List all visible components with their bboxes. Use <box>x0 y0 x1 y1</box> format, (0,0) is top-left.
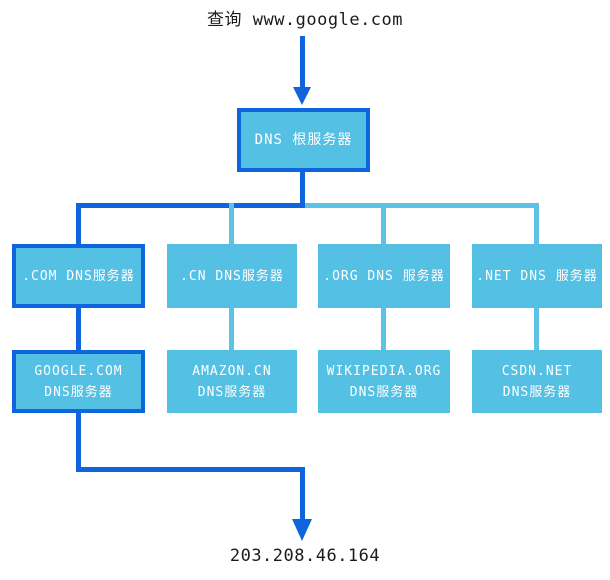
connector-drop-org <box>381 203 386 244</box>
arrow-down-icon <box>292 519 312 541</box>
node-csdn-dns: CSDN.NET DNS服务器 <box>472 350 602 413</box>
connector-root-down <box>300 170 305 208</box>
node-amazon-dns-line2: DNS服务器 <box>197 384 267 400</box>
result-ip: 203.208.46.164 <box>229 546 381 566</box>
node-net-dns: .NET DNS 服务器 <box>472 244 602 308</box>
connector-query-to-root <box>300 36 305 88</box>
node-google-dns-line2: DNS服务器 <box>44 384 113 400</box>
query-title: 查询 www.google.com <box>206 10 404 30</box>
node-wikipedia-dns-line1: WIKIPEDIA.ORG <box>326 363 442 379</box>
connector-com-to-google <box>76 308 81 350</box>
connector-branch-horizontal-light <box>302 203 539 208</box>
node-dns-root-label: DNS 根服务器 <box>254 131 353 148</box>
node-wikipedia-dns: WIKIPEDIA.ORG DNS服务器 <box>318 350 450 413</box>
node-csdn-dns-line1: CSDN.NET <box>501 363 573 379</box>
connector-result-horizontal <box>76 467 305 472</box>
node-amazon-dns: AMAZON.CN DNS服务器 <box>167 350 297 413</box>
arrow-down-icon <box>293 87 311 105</box>
node-org-dns: .ORG DNS 服务器 <box>318 244 450 308</box>
connector-drop-net <box>534 203 539 244</box>
node-cn-dns: .CN DNS服务器 <box>167 244 297 308</box>
node-google-dns-line1: GOOGLE.COM <box>34 363 123 379</box>
node-csdn-dns-line2: DNS服务器 <box>502 384 572 400</box>
node-cn-dns-label: .CN DNS服务器 <box>180 268 284 284</box>
connector-result-down <box>300 467 305 520</box>
node-com-dns: .COM DNS服务器 <box>12 244 145 308</box>
connector-net-to-csdn <box>534 308 539 350</box>
node-org-dns-label: .ORG DNS 服务器 <box>323 268 445 284</box>
connector-google-down <box>76 413 81 472</box>
connector-drop-cn <box>229 203 234 244</box>
node-com-dns-label: .COM DNS服务器 <box>22 268 135 284</box>
node-wikipedia-dns-line2: DNS服务器 <box>349 384 419 400</box>
node-google-dns: GOOGLE.COM DNS服务器 <box>12 350 145 413</box>
connector-drop-com <box>76 203 81 244</box>
node-net-dns-label: .NET DNS 服务器 <box>476 268 598 284</box>
connector-org-to-wikipedia <box>381 308 386 350</box>
node-dns-root: DNS 根服务器 <box>237 108 370 172</box>
node-amazon-dns-line1: AMAZON.CN <box>192 363 272 379</box>
connector-branch-horizontal-dark <box>76 203 305 208</box>
connector-cn-to-amazon <box>229 308 234 350</box>
